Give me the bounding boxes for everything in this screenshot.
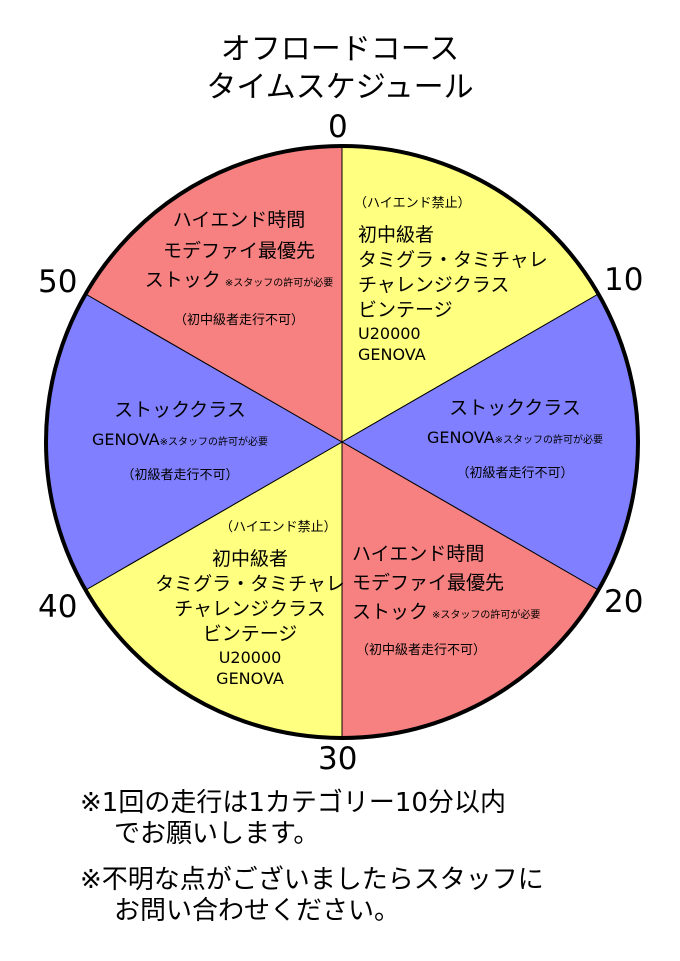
segment-line: モデファイ最優先 [352,572,505,594]
note-2-line-2: お問い合わせください。 [114,896,401,926]
clock-outline [44,144,640,740]
segment-genova-line: GENOVA※スタッフの許可が必要 [60,429,300,450]
segment-line: ビンテージ [358,299,453,321]
segment-genova: GENOVA [426,428,495,447]
segment-line: ビンテージ [202,623,298,645]
segment-bottom-left: （ハイエンド禁止） 初中級者 タミグラ・タミチャレ チャレンジクラス ビンテージ… [140,516,360,689]
segment-note: （初級者走行不可） [121,468,239,483]
note-2: ※不明な点がございましたらスタッフに お問い合わせください。 [80,865,544,927]
note-2-line-1: ※不明な点がございましたらスタッフに [80,865,544,895]
segment-line: 初中級者 [211,548,288,570]
segment-line: U20000 [358,324,421,343]
segment-stock-line: ストック※スタッフの許可が必要 [134,268,344,293]
segment-stock-line: ストック※スタッフの許可が必要 [352,600,540,625]
segment-left: ストッククラス GENOVA※スタッフの許可が必要 （初級者走行不可） [60,398,300,483]
segment-line: GENOVA [358,345,426,364]
segment-top-right: （ハイエンド禁止） 初中級者 タミグラ・タミチャレ チャレンジクラス ビンテージ… [352,192,548,365]
tick-label-10: 10 [604,262,644,298]
segment-right: ストッククラス GENOVA※スタッフの許可が必要 （初級者走行不可） [400,396,630,481]
segment-heading: ストッククラス [114,399,246,421]
segment-bottom-right: ハイエンド時間 モデファイ最優先 ストック※スタッフの許可が必要 （初中級者走行… [352,542,540,658]
segment-line: モデファイ最優先 [162,240,315,262]
segment-permit: ※スタッフの許可が必要 [494,435,604,446]
segment-permit: ※スタッフの許可が必要 [432,610,541,621]
tick-label-0: 0 [328,109,348,145]
segment-stock: ストック [144,269,221,291]
segment-genova-line: GENOVA※スタッフの許可が必要 [400,427,630,448]
segment-line: チャレンジクラス [174,598,326,620]
segment-heading: ストッククラス [449,397,581,419]
segment-heading: ハイエンド時間 [172,209,306,231]
segment-line: チャレンジクラス [358,274,510,296]
segment-line: タミグラ・タミチャレ [155,573,345,595]
segment-line: タミグラ・タミチャレ [358,249,548,271]
segment-permit: ※スタッフの許可が必要 [159,437,269,448]
tick-label-50: 50 [38,264,78,300]
segment-note: （初級者走行不可） [456,466,574,481]
segment-note: （初中級者走行不可） [356,643,487,658]
tick-label-30: 30 [318,741,358,777]
segment-line: 初中級者 [358,224,435,246]
segment-note: （初中級者走行不可） [173,313,304,328]
title-line-2: タイムスケジュール [206,70,474,105]
segment-note: （ハイエンド禁止） [354,196,471,211]
segment-note: （ハイエンド禁止） [220,520,337,535]
note-1-line-2: でお願いします。 [114,819,320,849]
segment-permit: ※スタッフの許可が必要 [224,278,334,289]
tick-label-20: 20 [604,584,644,620]
tick-label-40: 40 [38,589,78,625]
segment-top-left: ハイエンド時間 モデファイ最優先 ストック※スタッフの許可が必要 （初中級者走行… [134,208,344,328]
segment-stock: ストック [352,601,429,623]
segment-line: GENOVA [216,669,284,688]
title-line-1: オフロードコース [220,32,460,67]
segment-genova: GENOVA [91,430,160,449]
note-1: ※1回の走行は1カテゴリー10分以内 でお願いします。 [80,788,506,850]
segment-line: U20000 [218,648,282,667]
note-1-line-1: ※1回の走行は1カテゴリー10分以内 [80,788,506,818]
segment-heading: ハイエンド時間 [352,543,485,565]
